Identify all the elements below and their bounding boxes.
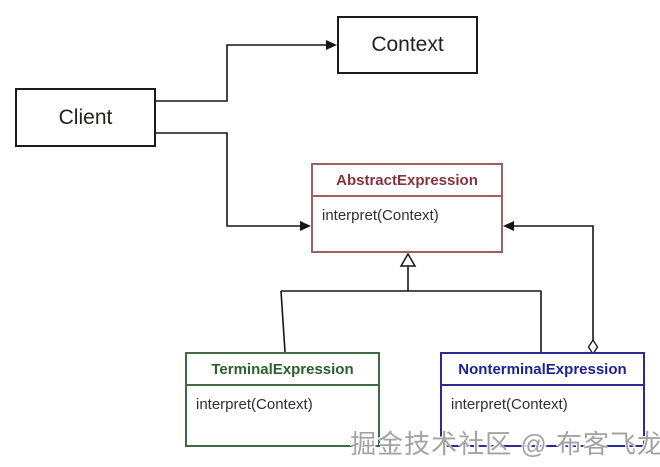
class-name-context: Context: [371, 33, 444, 56]
class-box-context: Context: [337, 16, 478, 74]
abstract-right-arrowhead-icon: [503, 221, 514, 231]
client-to-abstract-line: [156, 132, 301, 227]
class-box-terminal-expression: TerminalExpression interpret(Context): [185, 352, 380, 447]
method-terminal-interpret: interpret(Context): [196, 396, 313, 413]
client-to-context-line: [156, 44, 328, 102]
terminal-branch-line: [280, 290, 286, 353]
nonterminal-to-abstract-line: [513, 225, 594, 340]
class-box-abstract-expression: AbstractExpression interpret(Context): [311, 163, 503, 253]
generalization-triangle-icon: [399, 252, 417, 267]
class-name-nonterminal-expression: NonterminalExpression: [442, 354, 643, 386]
class-name-client: Client: [58, 105, 113, 129]
abstract-left-arrowhead-icon: [300, 221, 311, 231]
method-abstract-interpret: interpret(Context): [322, 207, 439, 224]
class-box-nonterminal-expression: NonterminalExpression interpret(Context): [440, 352, 645, 447]
class-name-terminal-expression: TerminalExpression: [187, 354, 378, 386]
class-name-abstract-expression: AbstractExpression: [313, 165, 501, 197]
method-nonterminal-interpret: interpret(Context): [451, 396, 568, 413]
context-arrowhead-icon: [326, 40, 337, 50]
class-box-client: Client: [15, 88, 156, 147]
watermark-text: 掘金技术社区 @ 布客飞龙: [350, 429, 660, 459]
